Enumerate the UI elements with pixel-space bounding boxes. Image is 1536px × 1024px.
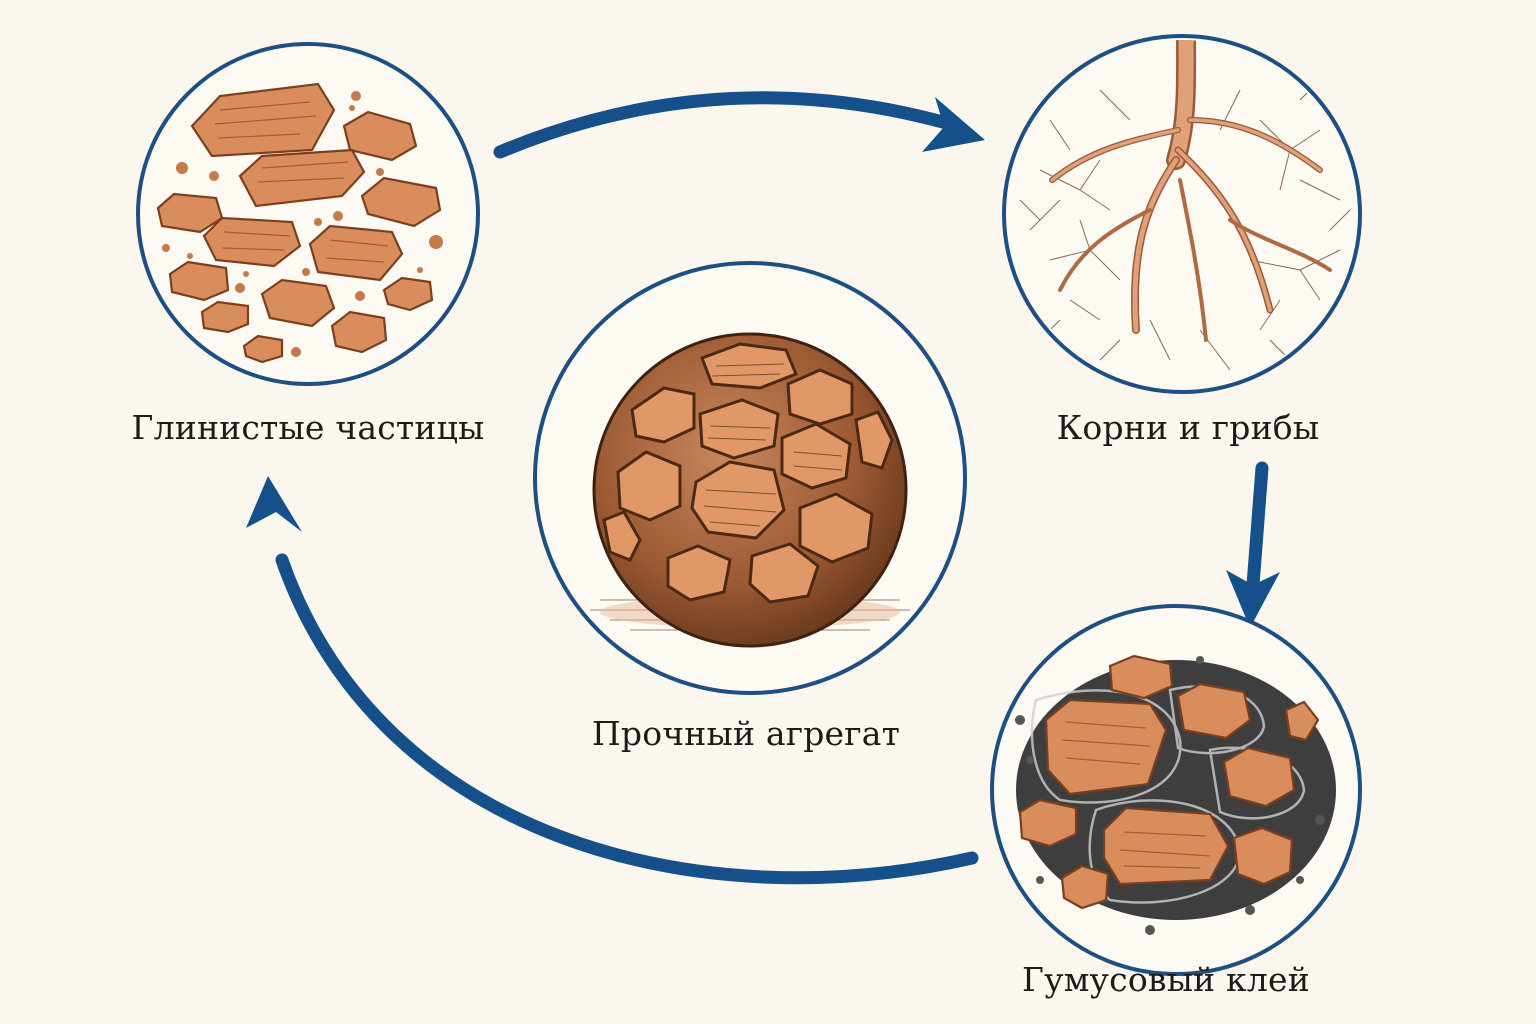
arrow-humus-to-clay <box>246 476 979 885</box>
arrow-roots-to-humus <box>1226 461 1280 628</box>
node-roots <box>1002 34 1362 394</box>
roots-and-fungi-illustration <box>1019 40 1351 371</box>
humus-glue-illustration <box>1015 654 1336 935</box>
label-humus-glue: Гумусовый клей <box>1022 960 1310 999</box>
label-roots-and-fungi: Корни и грибы <box>1056 408 1320 447</box>
soil-aggregate-illustration <box>590 332 910 648</box>
node-humus <box>990 604 1362 976</box>
clay-particles-illustration <box>156 82 443 364</box>
label-strong-aggregate: Прочный агрегат <box>591 714 901 753</box>
node-clay <box>136 42 480 386</box>
label-clay-particles: Глинистые частицы <box>131 408 485 447</box>
node-aggregate <box>533 261 967 695</box>
arrow-clay-to-roots <box>493 91 985 159</box>
